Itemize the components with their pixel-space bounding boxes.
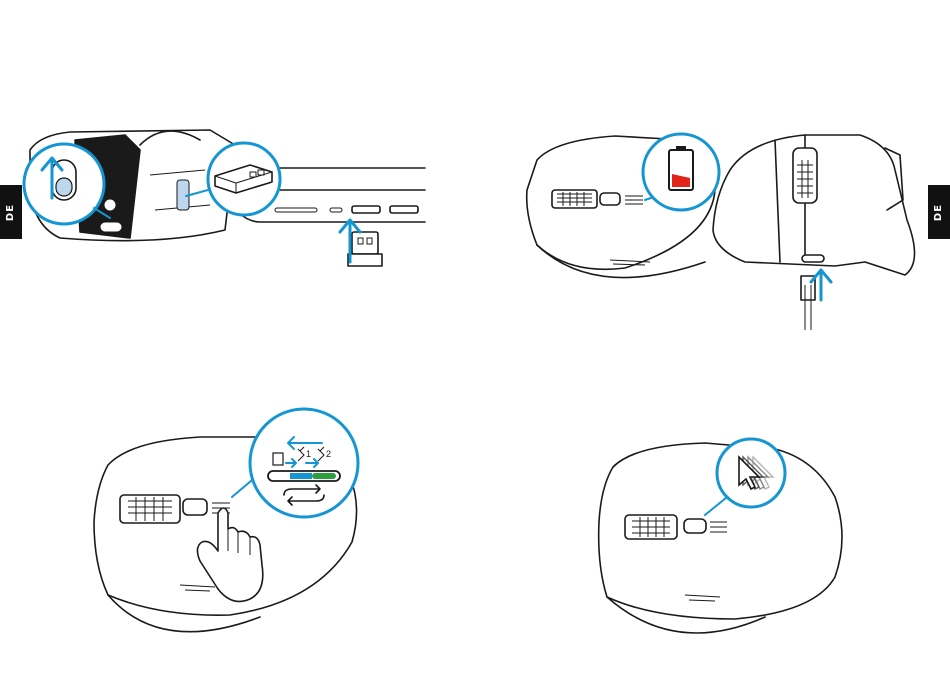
battery-callout bbox=[643, 134, 719, 210]
dpi-callout bbox=[717, 439, 785, 507]
hand-press-icon bbox=[197, 508, 262, 601]
connection-callout: 1 2 bbox=[250, 409, 358, 517]
led-indicator-bar bbox=[268, 471, 340, 481]
arrow-up-icon bbox=[811, 270, 831, 300]
connection-label-1: 1 bbox=[306, 449, 311, 459]
step-dpi-switch bbox=[475, 337, 950, 674]
step-power-and-receiver bbox=[0, 0, 475, 337]
receiver-callout bbox=[186, 143, 280, 215]
usb-receiver-icon bbox=[340, 220, 382, 266]
battery-low-icon bbox=[669, 146, 693, 190]
step-connection-switch: 1 2 bbox=[0, 337, 475, 674]
mouse-front-view bbox=[713, 135, 915, 330]
connection-label-2: 2 bbox=[326, 449, 331, 459]
step-charging bbox=[475, 0, 950, 337]
usb-c-port-icon bbox=[802, 255, 824, 262]
